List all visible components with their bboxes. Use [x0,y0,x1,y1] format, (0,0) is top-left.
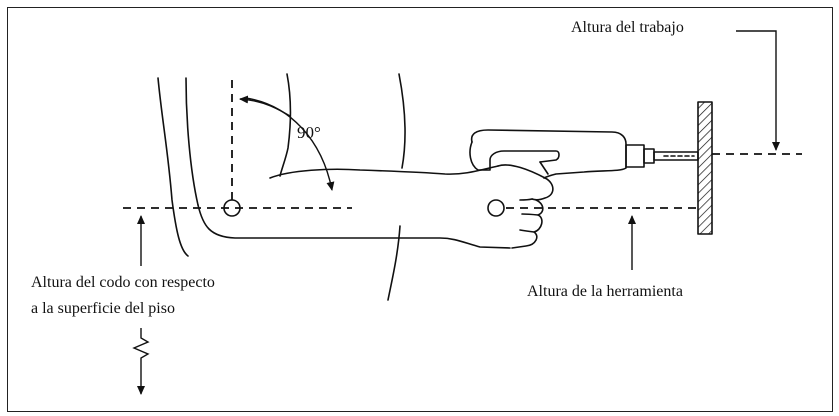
arm-upper-contour [197,204,511,249]
elbow-height-label-line2: a la superficie del piso [31,300,175,317]
elbow-height-label-line1: Altura del codo con respecto [31,274,215,291]
tool-grip [469,141,560,171]
work-height-leader [736,30,780,151]
work-surface [697,101,713,235]
fist-finger-line-3 [519,229,535,233]
torso-lower [387,225,401,301]
floor-break-zigzag [132,328,150,395]
tool-collar [643,148,655,164]
torso-outline-front [279,73,292,177]
arm-top-contour [269,165,499,179]
figure-frame [7,7,833,412]
tool-trigger [539,161,549,175]
angle-label: 90° [297,123,321,142]
fist-finger-line-1 [519,198,533,201]
torso-outline-left [157,77,189,257]
torso-outline-right [398,73,406,169]
torso-outline-back [185,77,199,206]
work-height-label: Altura del trabajo [571,19,684,36]
tool-chuck [625,144,645,168]
angle-arc [245,97,335,191]
tool-pivot [487,199,505,217]
angle-arc-start [239,95,291,117]
tool-height-label: Altura de la herramienta [527,283,683,300]
fist-finger-line-2 [521,213,539,216]
